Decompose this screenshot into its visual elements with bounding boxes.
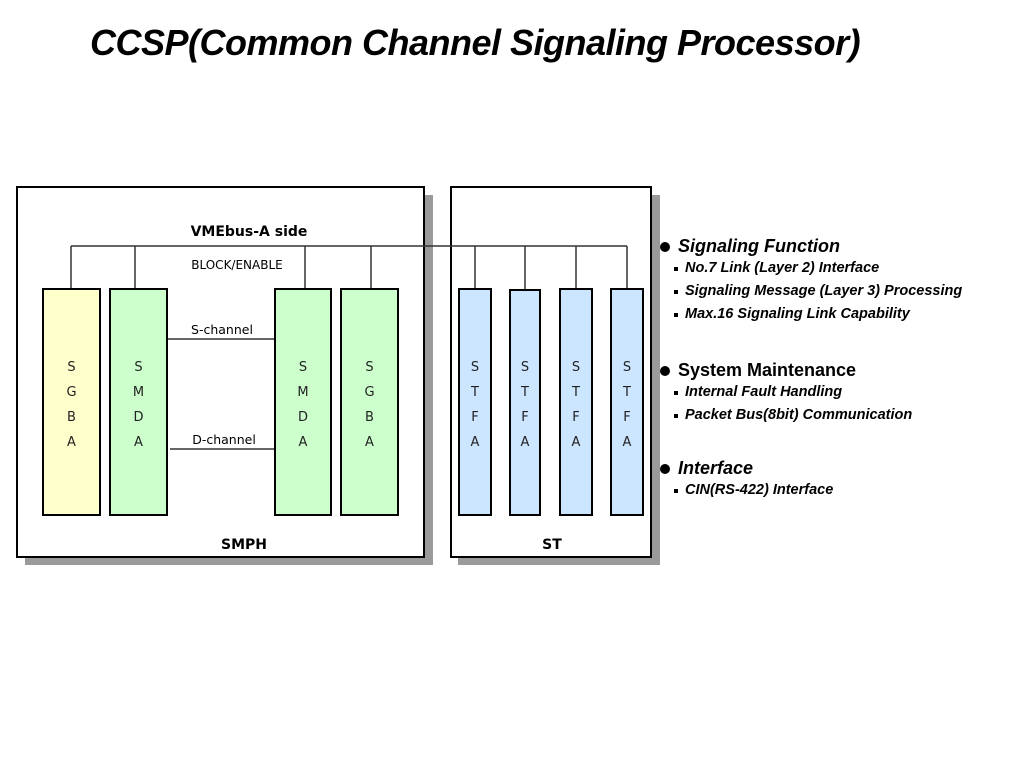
bus-drops bbox=[70, 246, 628, 290]
card-letter: A bbox=[623, 435, 632, 450]
square-bullet-icon bbox=[674, 266, 678, 271]
card-letter: A bbox=[299, 435, 308, 450]
card-letter: A bbox=[67, 435, 76, 450]
section-heading: System Maintenance bbox=[678, 360, 857, 380]
square-bullet-icon bbox=[674, 390, 678, 395]
card-letter: T bbox=[571, 385, 580, 400]
smph-label: SMPH bbox=[221, 537, 267, 553]
section-interface: Interface CIN(RS-422) Interface bbox=[660, 458, 833, 502]
block-enable-label: BLOCK/ENABLE bbox=[191, 258, 283, 272]
vmebus-label: VMEbus-A side bbox=[191, 224, 308, 240]
card-letter: A bbox=[471, 435, 480, 450]
card-letter: M bbox=[133, 385, 144, 400]
square-bullet-icon bbox=[674, 488, 678, 493]
section-system-maintenance: System Maintenance Internal Fault Handli… bbox=[660, 360, 912, 427]
square-bullet-icon bbox=[674, 289, 678, 294]
square-bullet-icon bbox=[674, 312, 678, 317]
bullet-dot-icon bbox=[660, 241, 670, 252]
smph-card-smda bbox=[274, 288, 332, 516]
square-bullet-icon bbox=[674, 413, 678, 418]
card-letter: B bbox=[67, 410, 76, 425]
list-item: CIN(RS-422) Interface bbox=[685, 482, 834, 498]
st-card-stfa bbox=[458, 288, 492, 516]
card-letter: S bbox=[623, 360, 631, 375]
card-letter: G bbox=[364, 385, 374, 400]
st-card-stfa bbox=[559, 288, 593, 516]
section-heading: Interface bbox=[678, 458, 754, 478]
card-letter: S bbox=[471, 360, 479, 375]
card-letter: A bbox=[365, 435, 374, 450]
list-item: Internal Fault Handling bbox=[685, 384, 843, 400]
slide-title: CCSP(Common Channel Signaling Processor) bbox=[90, 22, 861, 63]
card-letter: F bbox=[471, 410, 478, 425]
card-letter: S bbox=[134, 360, 142, 375]
list-item: Packet Bus(8bit) Communication bbox=[685, 407, 913, 423]
card-letter: B bbox=[365, 410, 374, 425]
card-letter: G bbox=[66, 385, 76, 400]
section-signaling-function: Signaling Function No.7 Link (Layer 2) I… bbox=[660, 236, 962, 326]
list-item: No.7 Link (Layer 2) Interface bbox=[685, 260, 880, 276]
smph-card-smda bbox=[109, 288, 168, 516]
card-letter: T bbox=[520, 385, 529, 400]
d-channel-label: D-channel bbox=[192, 432, 256, 447]
card-letter: D bbox=[298, 410, 308, 425]
card-letter: S bbox=[572, 360, 580, 375]
card-letter: A bbox=[134, 435, 143, 450]
card-letter: D bbox=[133, 410, 143, 425]
st-card-stfa bbox=[509, 289, 541, 516]
bullet-dot-icon bbox=[660, 365, 670, 376]
card-letter: S bbox=[521, 360, 529, 375]
card-letter: S bbox=[299, 360, 307, 375]
card-letter: F bbox=[623, 410, 630, 425]
bullet-dot-icon bbox=[660, 463, 670, 474]
card-letter: F bbox=[521, 410, 528, 425]
card-letter: M bbox=[297, 385, 308, 400]
list-item: Max.16 Signaling Link Capability bbox=[685, 306, 910, 322]
st-card-stfa bbox=[610, 288, 644, 516]
card-letter: S bbox=[67, 360, 75, 375]
card-letter: T bbox=[622, 385, 631, 400]
st-label: ST bbox=[542, 537, 562, 553]
card-letter: A bbox=[572, 435, 581, 450]
card-letter: S bbox=[365, 360, 373, 375]
smph-card-sgba bbox=[340, 288, 399, 516]
s-channel-label: S-channel bbox=[191, 322, 253, 337]
smph-card-sgba bbox=[42, 288, 101, 516]
section-heading: Signaling Function bbox=[678, 236, 840, 256]
card-letter: T bbox=[470, 385, 479, 400]
card-letter: F bbox=[572, 410, 579, 425]
list-item: Signaling Message (Layer 3) Processing bbox=[685, 283, 963, 299]
card-letter: A bbox=[521, 435, 530, 450]
